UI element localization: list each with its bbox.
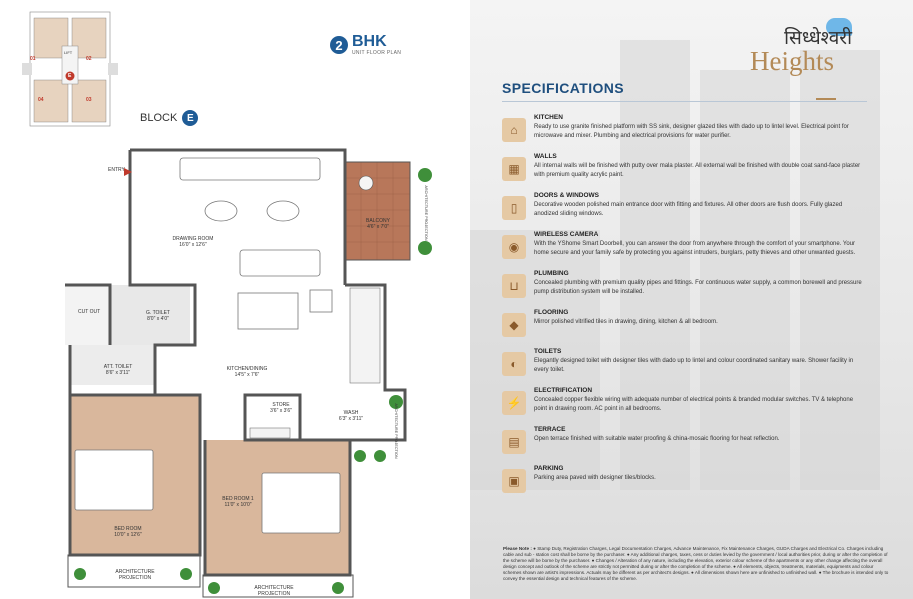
spec-text: All internal walls will be finished with…	[534, 163, 861, 178]
att-toilet-floor	[70, 345, 155, 385]
cutout-label: CUT OUT	[78, 309, 101, 315]
disclaimer-note: Please Note : ● Stamp Duty, Registration…	[503, 546, 893, 582]
unit-type-badge: 2 BHK UNIT FLOOR PLAN	[330, 34, 401, 56]
spec-walls: ▦ WALLS All internal walls will be finish…	[502, 153, 867, 186]
unit-subtitle: UNIT FLOOR PLAN	[352, 50, 402, 56]
spec-title: PLUMBING	[534, 270, 569, 277]
block-letter: E	[182, 110, 199, 126]
spec-text: Parking area paved with designer tiles/b…	[534, 475, 656, 481]
spec-title: TERRACE	[534, 426, 566, 433]
arch-projection-balcony: ARCHITECTURE PROJECTION	[424, 185, 428, 241]
camera-icon: ◉	[502, 235, 526, 259]
floor-plan-panel: 01 02 03 04 LIFT E 2 BHK UNIT FLOOR PLAN…	[22, 11, 432, 598]
brand-name: Heights	[750, 46, 834, 76]
spec-title: FLOORING	[534, 309, 569, 316]
doors-icon: ▯	[502, 196, 526, 220]
arch-projection-bottom-left: ARCHITECTURE PROJECTION	[115, 569, 155, 581]
kitchen-icon: ⌂	[502, 118, 526, 142]
floor-plan-drawing	[65, 148, 432, 598]
keyplan-unit-02: 02	[86, 56, 92, 62]
brand-hindi-name: सिध्धेश्वरी	[784, 27, 852, 49]
key-plan	[22, 11, 118, 127]
spec-title: ELECTRIFICATION	[534, 387, 593, 394]
note-text: ● Stamp Duty, Registration Charges, Lega…	[503, 546, 889, 581]
spec-text: Decorative wooden polished main entrance…	[534, 202, 843, 217]
arch-projection-bottom-right: ARCHITECTURE PROJECTION	[254, 585, 294, 597]
spec-title: WALLS	[534, 153, 557, 160]
spec-toilets: ◐ TOILETS Elegantly designed toilet with …	[502, 348, 867, 381]
keyplan-unit-01: 01	[30, 56, 36, 62]
arch-projection-wash: ARCHITECTURE PROJECTION	[394, 403, 398, 459]
toilet-icon: ◐	[502, 352, 526, 376]
balcony-floor	[345, 162, 410, 260]
terrace-icon: ▤	[502, 430, 526, 454]
electrification-icon: ⚡	[502, 391, 526, 415]
brand-logo: सिध्धेश्वरी Heights	[750, 18, 882, 100]
spec-title: PARKING	[534, 465, 564, 472]
plumbing-icon: ⊔	[502, 274, 526, 298]
spec-text: Mirror polished vitrified tiles in drawi…	[534, 319, 718, 325]
spec-flooring: ◆ FLOORING Mirror polished vitrified tile…	[502, 309, 867, 342]
block-text: BLOCK	[140, 112, 178, 124]
spec-title: KITCHEN	[534, 114, 563, 121]
specifications-panel: SPECIFICATIONS ⌂ KITCHEN Ready to use gra…	[502, 80, 867, 504]
specifications-heading: SPECIFICATIONS	[502, 80, 867, 102]
spec-title: TOILETS	[534, 348, 562, 355]
spec-text: Concealed plumbing with premium quality …	[534, 280, 862, 295]
keyplan-unit-03: 03	[86, 97, 92, 103]
spec-terrace: ▤ TERRACE Open terrace finished with suit…	[502, 426, 867, 459]
spec-parking: ▣ PARKING Parking area paved with designe…	[502, 465, 867, 498]
spec-wireless-camera: ◉ WIRELESS CAMERA With the YShome Smart D…	[502, 231, 867, 264]
spec-title: DOORS & WINDOWS	[534, 192, 599, 199]
spec-electrification: ⚡ ELECTRIFICATION Concealed copper flexib…	[502, 387, 867, 420]
keyplan-lift: LIFT	[64, 50, 73, 55]
note-label: Please Note :	[503, 546, 532, 551]
spec-plumbing: ⊔ PLUMBING Concealed plumbing with premiu…	[502, 270, 867, 303]
cutout-area	[65, 285, 110, 345]
walls-icon: ▦	[502, 157, 526, 181]
background-cityscape	[470, 0, 913, 599]
spec-text: Ready to use granite finished platform w…	[534, 124, 849, 139]
logo-drop-icon	[826, 18, 852, 36]
spec-text: Concealed copper flexible wiring with ad…	[534, 397, 854, 412]
spec-text: Open terrace finished with suitable wate…	[534, 436, 780, 442]
keyplan-block: E	[68, 73, 72, 79]
spec-kitchen: ⌂ KITCHEN Ready to use granite finished p…	[502, 114, 867, 147]
spec-text: With the YShome Smart Doorbell, you can …	[534, 241, 856, 256]
spec-title: WIRELESS CAMERA	[534, 231, 599, 238]
block-label: BLOCK E	[140, 110, 199, 126]
keyplan-unit-04: 04	[38, 97, 44, 103]
spec-doors-windows: ▯ DOORS & WINDOWS Decorative wooden polis…	[502, 192, 867, 225]
parking-icon: ▣	[502, 469, 526, 493]
entry-label: ENTRY	[108, 167, 125, 173]
logo-underline	[816, 98, 836, 100]
g-toilet-floor	[110, 285, 190, 345]
unit-number: 2	[330, 36, 348, 54]
flooring-icon: ◆	[502, 313, 526, 337]
unit-type: BHK	[352, 33, 387, 50]
spec-text: Elegantly designed toilet with designer …	[534, 358, 854, 373]
